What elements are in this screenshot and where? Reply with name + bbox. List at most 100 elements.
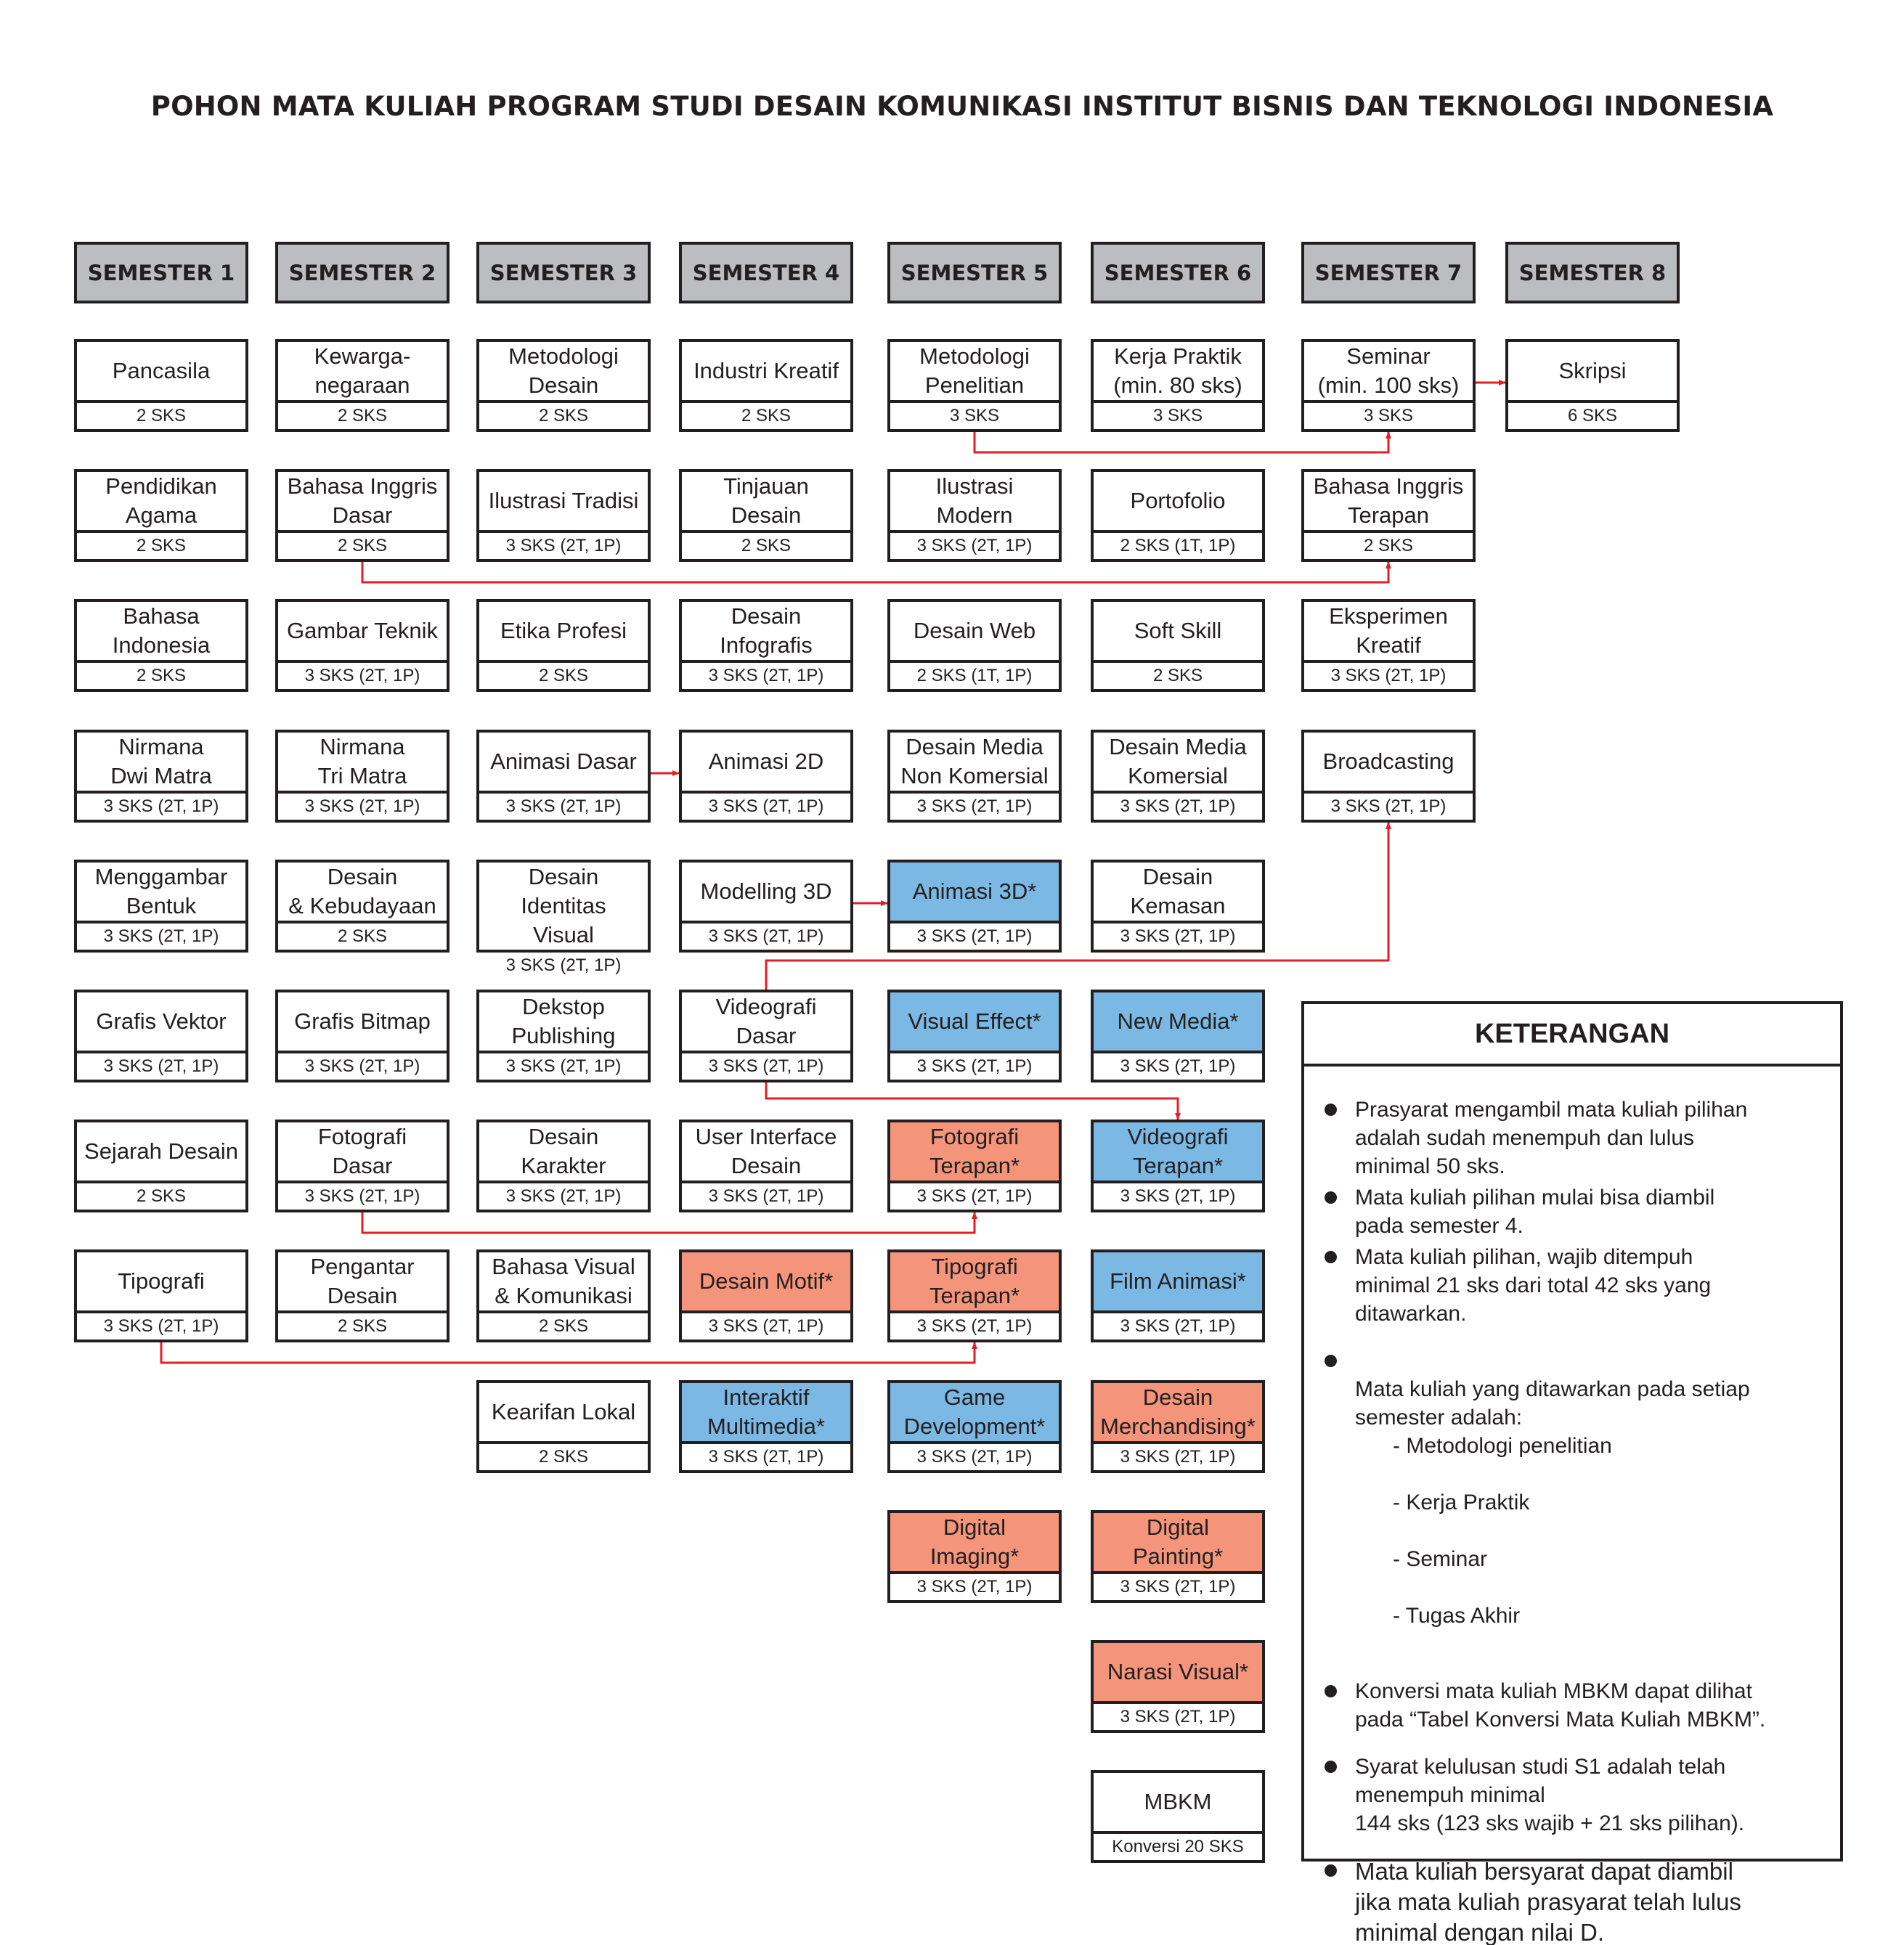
course-credits: 3 SKS [1304, 400, 1473, 429]
course-credits: 3 SKS (2T, 1P) [1094, 1701, 1262, 1730]
course-name: Grafis Vektor [96, 1008, 227, 1034]
course-credits: 3 SKS (2T, 1P) [479, 530, 648, 559]
course-box-s4r8: Desain Motif*3 SKS (2T, 1P) [679, 1249, 853, 1342]
semester-header-7: SEMESTER 7 [1301, 242, 1476, 303]
course-name: Skripsi [1558, 358, 1627, 383]
course-credits: 2 SKS [278, 921, 447, 950]
course-credits: 3 SKS (2T, 1P) [479, 791, 648, 820]
legend-list: Prasyarat mengambil mata kuliah pilihan … [1304, 1067, 1840, 1945]
course-credits: 3 SKS (2T, 1P) [890, 1441, 1059, 1470]
course-name: Soft Skill [1134, 618, 1222, 643]
course-name: Kerja Praktik (min. 80 sks) [1113, 343, 1242, 398]
legend-item: Konversi mata kuliah MBKM dapat dilihat … [1325, 1677, 1826, 1734]
course-box-s6r7: Videografi Terapan*3 SKS (2T, 1P) [1091, 1120, 1265, 1212]
course-name: Metodologi Desain [508, 343, 619, 398]
course-name: Dekstop Publishing [511, 994, 616, 1048]
course-credits: 3 SKS (2T, 1P) [682, 791, 850, 820]
course-credits: 3 SKS (2T, 1P) [278, 1051, 447, 1080]
course-box-s6r1: Kerja Praktik (min. 80 sks)3 SKS [1091, 339, 1265, 432]
course-credits: 2 SKS [278, 1310, 447, 1340]
course-name: Metodologi Penelitian [919, 343, 1030, 398]
course-name: Animasi 3D* [890, 863, 1059, 921]
course-credits: 3 SKS (2T, 1P) [890, 1051, 1059, 1080]
course-credits: 3 SKS (2T, 1P) [682, 1441, 850, 1470]
course-name: Bahasa Inggris Dasar [287, 473, 438, 528]
legend-box: KETERANGAN Prasyarat mengambil mata kuli… [1301, 1001, 1843, 1945]
course-name: Game Development* [890, 1383, 1059, 1441]
course-credits: Konversi 20 SKS [1094, 1831, 1262, 1860]
course-box-s6r3: Soft Skill 2 SKS [1091, 599, 1265, 692]
course-name: Ilustrasi Tradisi [488, 488, 639, 513]
course-name: Film Animasi* [1094, 1252, 1262, 1310]
course-box-s6r11: Narasi Visual*3 SKS (2T, 1P) [1091, 1640, 1265, 1733]
course-credits: 2 SKS [278, 400, 447, 429]
course-name: Bahasa Visual & Komunikasi [492, 1254, 635, 1308]
course-credits: 3 SKS (2T, 1P) [278, 1181, 447, 1210]
course-credits: 2 SKS [479, 1310, 648, 1340]
course-name: Visual Effect* [890, 992, 1059, 1051]
course-name: Sejarah Desain [84, 1138, 238, 1164]
legend-subitem: - Kerja Praktik [1393, 1491, 1530, 1514]
course-credits: 2 SKS (1T, 1P) [1094, 530, 1262, 559]
course-credits: 2 SKS [77, 1181, 245, 1210]
course-name: Desain Media Non Komersial [900, 734, 1049, 788]
semester-header-8: SEMESTER 8 [1505, 242, 1680, 303]
course-name: Seminar (min. 100 sks) [1317, 343, 1460, 398]
course-name: Bahasa Indonesia [112, 603, 211, 658]
prerequisite-arrow-s4r6-to-s7r4 [765, 822, 1391, 990]
course-credits: 3 SKS (2T, 1P) [890, 921, 1059, 950]
course-credits: 2 SKS [1304, 530, 1473, 559]
course-credits: 3 SKS (2T, 1P) [77, 791, 245, 820]
course-credits: 3 SKS (2T, 1P) [890, 1310, 1059, 1340]
course-credits: 3 SKS (2T, 1P) [77, 1051, 245, 1080]
course-credits: 2 SKS [77, 530, 245, 559]
course-name: Industri Kreatif [693, 358, 839, 383]
course-box-s2r6: Grafis Bitmap 3 SKS (2T, 1P) [275, 990, 449, 1082]
course-credits: 2 SKS [77, 400, 245, 429]
course-name: Desain Infografis [720, 603, 813, 658]
course-credits: 3 SKS (2T, 1P) [1094, 1571, 1262, 1600]
course-name: Desain Karakter [521, 1124, 606, 1178]
course-credits: 3 SKS (2T, 1P) [1094, 921, 1262, 950]
course-credits: 3 SKS (2T, 1P) [1304, 660, 1473, 689]
course-credits: 3 SKS (2T, 1P) [479, 1181, 648, 1210]
course-credits: 2 SKS [479, 660, 648, 689]
course-credits: 2 SKS [479, 1441, 648, 1470]
course-credits: 3 SKS (2T, 1P) [1094, 1441, 1262, 1470]
legend-item: Syarat kelulusan studi S1 adalah telah m… [1325, 1753, 1826, 1838]
course-credits: 3 SKS (2T, 1P) [278, 791, 447, 820]
course-name: Pengantar Desain [310, 1254, 415, 1308]
semester-header-6: SEMESTER 6 [1091, 242, 1265, 303]
course-box-s1r7: Sejarah Desain 2 SKS [74, 1120, 248, 1212]
legend-subitem: - Seminar [1393, 1547, 1488, 1571]
course-box-s4r9: Interaktif Multimedia*3 SKS (2T, 1P) [679, 1380, 853, 1473]
course-name: Narasi Visual* [1094, 1643, 1262, 1701]
course-box-s5r6: Visual Effect*3 SKS (2T, 1P) [887, 990, 1062, 1082]
course-credits: 3 SKS (2T, 1P) [890, 1571, 1059, 1600]
semester-header-5: SEMESTER 5 [887, 242, 1062, 303]
course-credits: 2 SKS [1094, 660, 1262, 689]
prerequisite-arrow-s2r2-to-s7r2 [361, 561, 1391, 584]
course-credits: 3 SKS [1094, 400, 1262, 429]
course-name: Grafis Bitmap [294, 1008, 431, 1034]
course-name: Animasi Dasar [490, 749, 637, 774]
course-box-s5r8: Tipografi Terapan*3 SKS (2T, 1P) [887, 1249, 1062, 1342]
